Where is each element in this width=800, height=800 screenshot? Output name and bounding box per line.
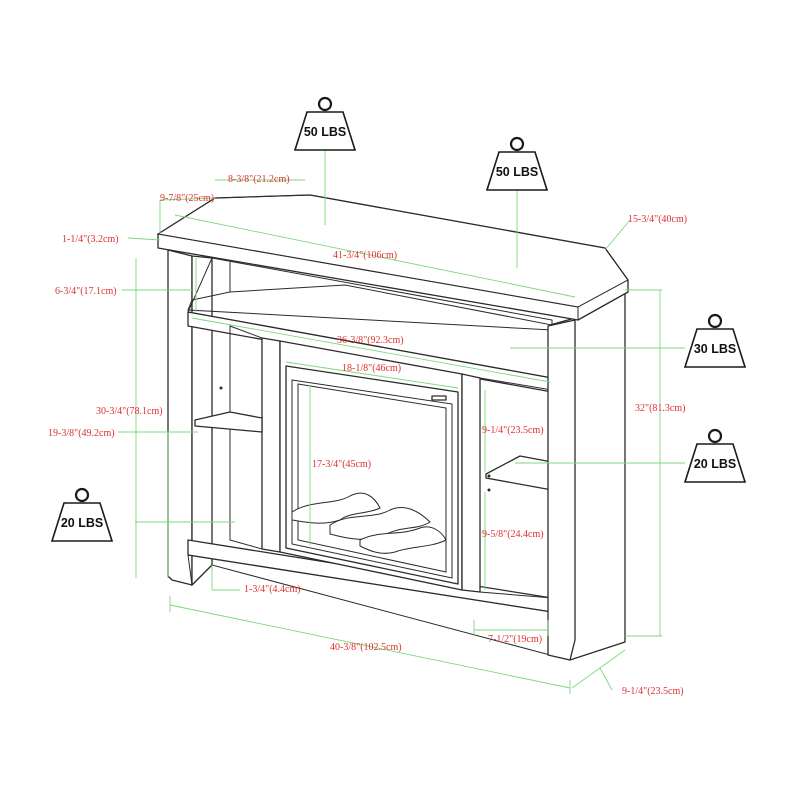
label-top-depth: 15-3/4"(40cm) xyxy=(628,214,687,225)
label-corner-edge: 8-3/8"(21.2cm) xyxy=(228,174,290,185)
dimension-labels: 8-3/8"(21.2cm) 9-7/8"(25cm) 1-1/4"(3.2cm… xyxy=(48,174,687,697)
log-1 xyxy=(291,492,381,524)
dim-line-top-width xyxy=(174,214,576,298)
dim-line-side-depth-lead xyxy=(599,667,613,691)
label-top-thickness: 1-1/4"(3.2cm) xyxy=(62,234,119,245)
weight-label-top-surface: 50 LBS xyxy=(304,125,346,139)
label-total-height: 32"(81.3cm) xyxy=(635,403,685,414)
right-front-post xyxy=(547,319,576,661)
label-top-width: 41-3/4"(106cm) xyxy=(333,250,397,261)
left-divider xyxy=(261,337,281,553)
log-3 xyxy=(359,526,447,554)
shelf-pin-3 xyxy=(219,386,223,390)
label-side-depth: 9-1/4"(23.5cm) xyxy=(622,686,684,697)
label-corner-depth: 9-7/8"(25cm) xyxy=(160,193,214,204)
label-right-lower-opening: 9-5/8"(24.4cm) xyxy=(482,529,544,540)
fireplace-tv-stand xyxy=(156,194,629,661)
firebox-glass xyxy=(297,383,447,573)
top-front-edge xyxy=(157,233,579,308)
weight-icon-right-shelf: 20 LBS xyxy=(683,428,747,483)
shelf-pin xyxy=(487,474,491,478)
left-compartment-back xyxy=(229,325,263,550)
label-base-width: 40-3/8"(102.5cm) xyxy=(330,642,402,653)
weight-icon-left-shelf: 20 LBS xyxy=(50,487,114,542)
dimension-lines xyxy=(118,150,685,694)
left-shelf xyxy=(194,411,263,433)
firebox-inner xyxy=(291,379,453,579)
label-left-shelf-height: 19-3/8"(49.2cm) xyxy=(48,428,115,439)
label-firebox-height: 17-3/4"(45cm) xyxy=(312,459,371,470)
dim-line-inner-width xyxy=(191,317,551,383)
shelf-pin-2 xyxy=(487,488,491,492)
label-inner-width: 36-3/8"(92.3cm) xyxy=(337,335,404,346)
label-upper-opening: 6-3/4"(17.1cm) xyxy=(55,286,117,297)
weight-label-left-shelf: 20 LBS xyxy=(61,516,103,530)
dim-line-top-depth xyxy=(604,219,631,251)
label-right-upper-opening: 9-1/4"(23.5cm) xyxy=(482,425,544,436)
dim-line-corner-depth xyxy=(159,197,216,201)
weight-icon-corner-top: 50 LBS xyxy=(485,136,549,191)
weight-label-corner-top: 50 LBS xyxy=(496,165,538,179)
weight-icon-right-shelf-top: 30 LBS xyxy=(683,313,747,368)
dim-line-top-thickness xyxy=(127,237,161,241)
label-base-clearance: 1-3/4"(4.4cm) xyxy=(244,584,301,595)
right-shelf xyxy=(485,455,553,491)
label-left-height: 30-3/4"(78.1cm) xyxy=(96,406,163,417)
dim-line-firebox-width xyxy=(285,361,459,389)
dim-line-base-width xyxy=(169,604,571,689)
label-leg-width: 7-1/2"(19cm) xyxy=(488,634,542,645)
weight-label-right-shelf-top: 30 LBS xyxy=(694,342,736,356)
dim-line-side-depth xyxy=(571,649,626,689)
left-leg xyxy=(167,249,193,586)
firebox-control-panel xyxy=(431,395,447,401)
label-firebox-width: 18-1/8"(46cm) xyxy=(342,363,401,374)
weight-icon-top-surface: 50 LBS xyxy=(293,96,357,151)
right-divider xyxy=(461,373,481,593)
weight-label-right-shelf: 20 LBS xyxy=(694,457,736,471)
